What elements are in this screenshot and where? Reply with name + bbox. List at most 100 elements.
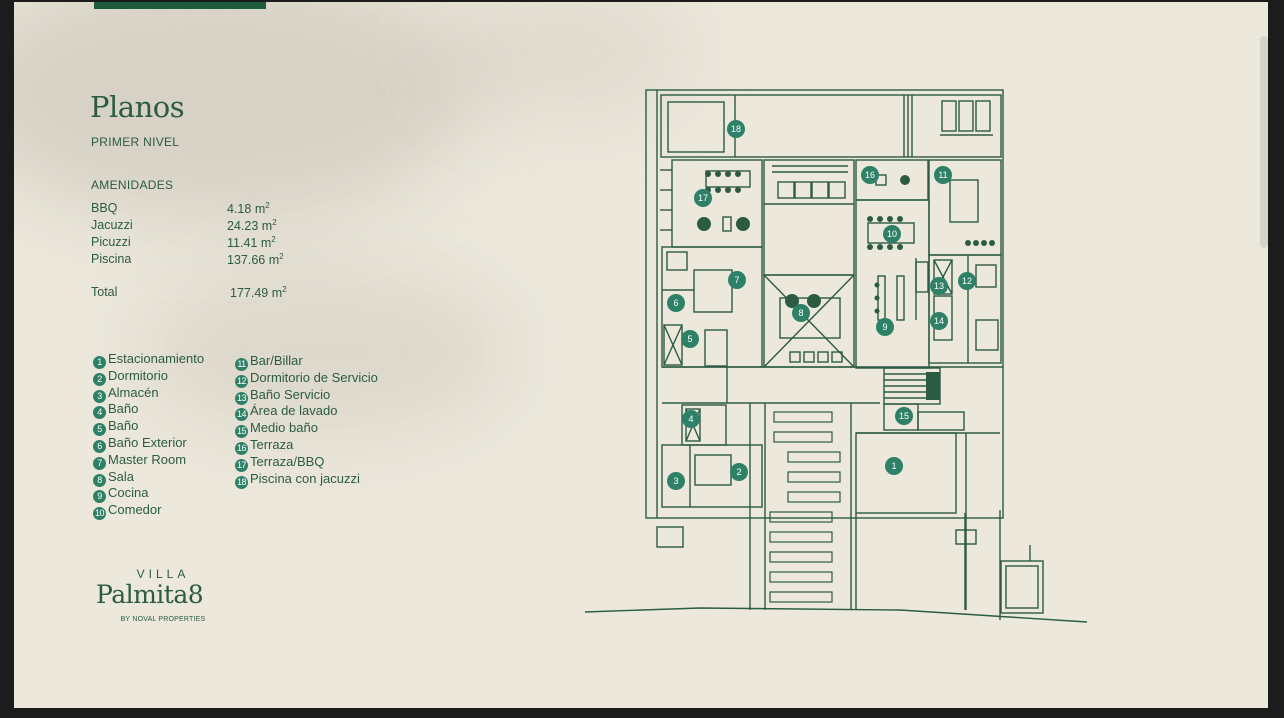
plan-fixtures [697,171,995,400]
marker-14: 14 [930,312,948,330]
marker-5: 5 [681,330,699,348]
marker-6: 6 [667,294,685,312]
marker-3: 3 [667,472,685,490]
svg-text:9: 9 [882,322,887,332]
amenity-value: 4.18 m2 [227,201,270,217]
marker-4: 4 [682,410,700,428]
legend-number: 7 [93,456,106,470]
legend-number: 13 [235,391,248,405]
scrollbar[interactable] [1260,36,1268,248]
legend-number: 2 [93,372,106,386]
marker-15: 15 [895,407,913,425]
legend-number: 12 [235,374,248,388]
legend-number: 8 [93,473,106,487]
marker-10: 10 [883,225,901,243]
amenity-name: BBQ [91,201,118,215]
marker-7: 7 [728,271,746,289]
legend-number: 16 [235,441,248,455]
marker-1: 1 [885,457,903,475]
logo-wordmark: Palmita8 [96,580,204,609]
amenity-name: Jacuzzi [91,218,133,232]
legend-number: 4 [93,406,106,420]
svg-text:15: 15 [899,411,909,421]
amenities-heading: AMENIDADES [91,178,174,192]
svg-text:10: 10 [887,229,897,239]
marker-17: 17 [694,189,712,207]
leaf-shadow [134,262,514,442]
legend-number: 5 [93,423,106,437]
amenity-value: 11.41 m2 [227,235,276,251]
logo-villa: VILLA [136,567,190,581]
marker-16: 16 [861,166,879,184]
total-value: 177.49 m2 [230,285,287,301]
svg-text:2: 2 [736,467,741,477]
svg-text:6: 6 [673,298,678,308]
amenity-row: Piscina 137.66 m2 [91,252,351,268]
legend-number: 15 [235,425,248,439]
page-subtitle: PRIMER NIVEL [91,135,180,149]
amenity-value: 137.66 m2 [227,252,284,268]
plan-markers: 18 17 16 11 10 7 6 12 13 5 8 9 14 15 4 2… [667,120,976,490]
legend-number: 10 [93,507,106,521]
amenity-total-row: Total 177.49 m2 [91,285,351,301]
svg-text:1: 1 [891,461,896,471]
legend-number: 9 [93,490,106,504]
legend-number: 11 [235,358,248,371]
amenity-row: Jacuzzi 24.23 m2 [91,218,351,234]
logo-byline: BY NOVAL PROPERTIES [120,616,206,623]
page-title: Planos [90,90,185,124]
amenity-name: Picuzzi [91,235,131,249]
legend-number: 6 [93,439,106,453]
svg-text:18: 18 [731,124,741,134]
svg-text:5: 5 [687,334,692,344]
svg-text:4: 4 [688,414,693,424]
marker-13: 13 [930,277,948,295]
floor-plan: 18 17 16 11 10 7 6 12 13 5 8 9 14 15 4 2… [584,89,1088,623]
plan-walls [584,89,1088,623]
amenity-row: BBQ 4.18 m2 [91,201,351,217]
marker-9: 9 [876,318,894,336]
amenity-name: Piscina [91,252,132,266]
legend-number: 18 [235,475,248,489]
marker-2: 2 [730,463,748,481]
svg-text:3: 3 [673,476,678,486]
marker-8: 8 [792,304,810,322]
marker-11: 11 [934,166,952,184]
svg-text:16: 16 [865,170,875,180]
svg-text:13: 13 [934,281,944,291]
svg-text:12: 12 [962,276,972,286]
svg-text:11: 11 [938,170,947,180]
legend-number: 3 [93,389,106,403]
legend-number: 14 [235,408,248,422]
slide: Planos PRIMER NIVEL AMENIDADES BBQ 4.18 … [14,2,1268,708]
legend-number: 17 [235,458,248,472]
svg-text:14: 14 [934,316,944,326]
entrance-steps [769,411,841,603]
svg-text:8: 8 [798,308,803,318]
amenity-value: 24.23 m2 [227,218,277,234]
top-tab [94,2,266,9]
marker-12: 12 [958,272,976,290]
total-label: Total [91,285,118,299]
svg-text:17: 17 [698,193,708,203]
